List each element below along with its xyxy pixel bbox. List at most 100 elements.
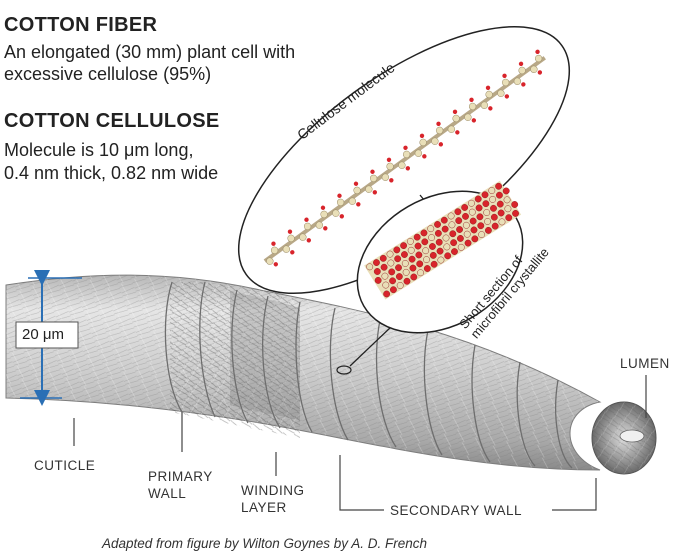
crystallite-atom [468, 208, 476, 216]
crystallite-atom [387, 259, 395, 267]
crystallite-atom [394, 255, 402, 263]
primary-wall-label: PRIMARY WALL [148, 468, 213, 502]
crystallite-atom [430, 260, 438, 268]
oxygen-atom [436, 121, 441, 126]
oxygen-atom [469, 97, 474, 103]
crystallite-atom [409, 264, 417, 272]
chain-ring [336, 198, 345, 207]
crystallite-atom [451, 248, 458, 255]
crystallite-atom [396, 282, 404, 289]
crystallite-atom [455, 217, 463, 225]
crystallite-atom [434, 229, 442, 237]
crystallite-atom [498, 218, 506, 226]
crystallite-atom [490, 204, 497, 212]
oxygen-atom [389, 178, 394, 183]
fiber-description-line-2: excessive cellulose (95%) [4, 64, 212, 84]
chain-ring [530, 65, 538, 73]
chain-ring [353, 186, 361, 195]
crystallite-atom [441, 225, 449, 233]
crystallite-atom [407, 246, 415, 254]
oxygen-atom [471, 118, 477, 123]
crystallite-atom [477, 222, 485, 230]
oxygen-atom [370, 169, 375, 174]
chain-ring [452, 114, 460, 123]
crystallite-atom [490, 213, 498, 221]
crystallite-atom [395, 264, 402, 272]
oxygen-atom [356, 202, 361, 207]
crystallite-atom [488, 187, 496, 194]
secondary-wall-label: SECONDARY WALL [390, 503, 523, 518]
label-leaders [73, 375, 647, 511]
crystallite-atom [379, 254, 387, 262]
cellulose-description-line-2: 0.4 nm thick, 0.82 nm wide [4, 163, 219, 183]
crystallite-atom [461, 204, 469, 211]
chain-ring [270, 246, 279, 254]
cuticle-label: CUTICLE [34, 458, 96, 473]
chain-ring [414, 149, 423, 157]
crystallite-atom [462, 212, 469, 220]
crystallite-atom [496, 191, 503, 199]
oxygen-atom [422, 154, 427, 159]
crystallite-atom [374, 276, 382, 284]
chain-ring [468, 102, 477, 111]
oxygen-atom [287, 229, 293, 234]
chain-ring [431, 137, 439, 145]
chain-ring [315, 221, 324, 229]
chain-ring [518, 66, 526, 75]
oxygen-atom [535, 49, 540, 55]
crystallite-atom [403, 277, 411, 285]
crystallite-atom [456, 226, 463, 233]
chain-ring [266, 257, 274, 265]
oxygen-atom [438, 142, 444, 147]
cellulose-title: COTTON CELLULOSE [4, 110, 220, 132]
crystallite-atom [448, 221, 456, 229]
oxygen-atom [455, 130, 460, 135]
chain-ring [303, 222, 312, 230]
crystallite-atom [478, 231, 486, 239]
crystallite-atom [457, 243, 465, 251]
chain-ring [435, 126, 444, 135]
figure-caption: Adapted from figure by Wilton Goynes by … [102, 536, 428, 551]
crystallite-atom [454, 208, 462, 216]
crystallite-atom [428, 234, 435, 241]
crystallite-atom [381, 272, 389, 280]
crystallite-atom [393, 246, 401, 254]
chain-ring [299, 233, 307, 241]
oxygen-atom [290, 250, 295, 255]
crystallite-atom [373, 268, 381, 275]
crystallite-atom [491, 222, 499, 230]
chain-ring [419, 138, 427, 147]
crystallite-atom [373, 259, 380, 266]
oxygen-atom [306, 238, 312, 243]
microfibril-crystallite [364, 180, 522, 300]
chain-ring [398, 161, 406, 169]
diameter-label: 20 μm [22, 326, 64, 343]
oxygen-atom [337, 193, 342, 198]
crystallite-atom [489, 196, 497, 203]
crystallite-atom [388, 268, 396, 276]
lumen-label: LUMEN [620, 356, 670, 371]
crystallite-atom [450, 239, 458, 247]
crystallite-atom [457, 235, 464, 242]
chain-ring [369, 174, 378, 183]
chain-ring [485, 90, 493, 99]
cellulose-description-line-1: Molecule is 10 μm long, [4, 140, 194, 160]
oxygen-atom [353, 181, 359, 186]
winding-layer-label: WINDING LAYER [241, 482, 305, 516]
chain-ring [402, 150, 411, 159]
crystallite-atom [422, 247, 430, 255]
crystallite-atom [435, 238, 443, 246]
chain-ring [365, 185, 373, 193]
oxygen-atom [521, 82, 526, 87]
crystallite-atom [449, 230, 457, 238]
primary-wall-label-line-2: WALL [148, 486, 187, 501]
crystallite-atom [483, 209, 491, 216]
diameter-label-box [15, 321, 79, 349]
oxygen-atom [323, 226, 328, 231]
fiber-title: COTTON FIBER [4, 14, 158, 36]
crystallite-atom [504, 205, 512, 213]
chain-ring [282, 245, 291, 253]
crystallite-atom [434, 221, 441, 228]
crystallite-atom [421, 238, 429, 246]
primary-wall-label-line-1: PRIMARY [148, 469, 213, 484]
